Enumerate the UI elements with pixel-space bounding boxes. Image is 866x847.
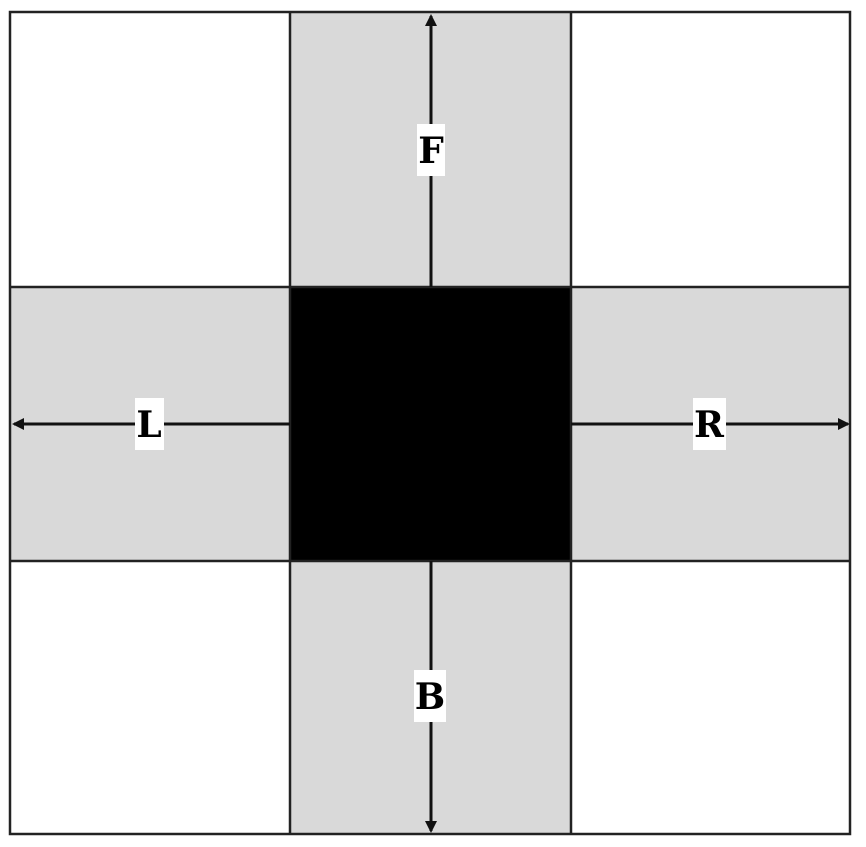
label-right: R [694,404,725,446]
label-bg-right [693,398,726,450]
label-left: L [136,404,161,446]
label-bg-back [414,670,446,722]
center-cell [290,287,571,561]
label-bg-left [135,398,164,450]
label-back: B [415,676,445,718]
label-bg-forward [417,124,445,176]
label-forward: F [418,130,444,172]
